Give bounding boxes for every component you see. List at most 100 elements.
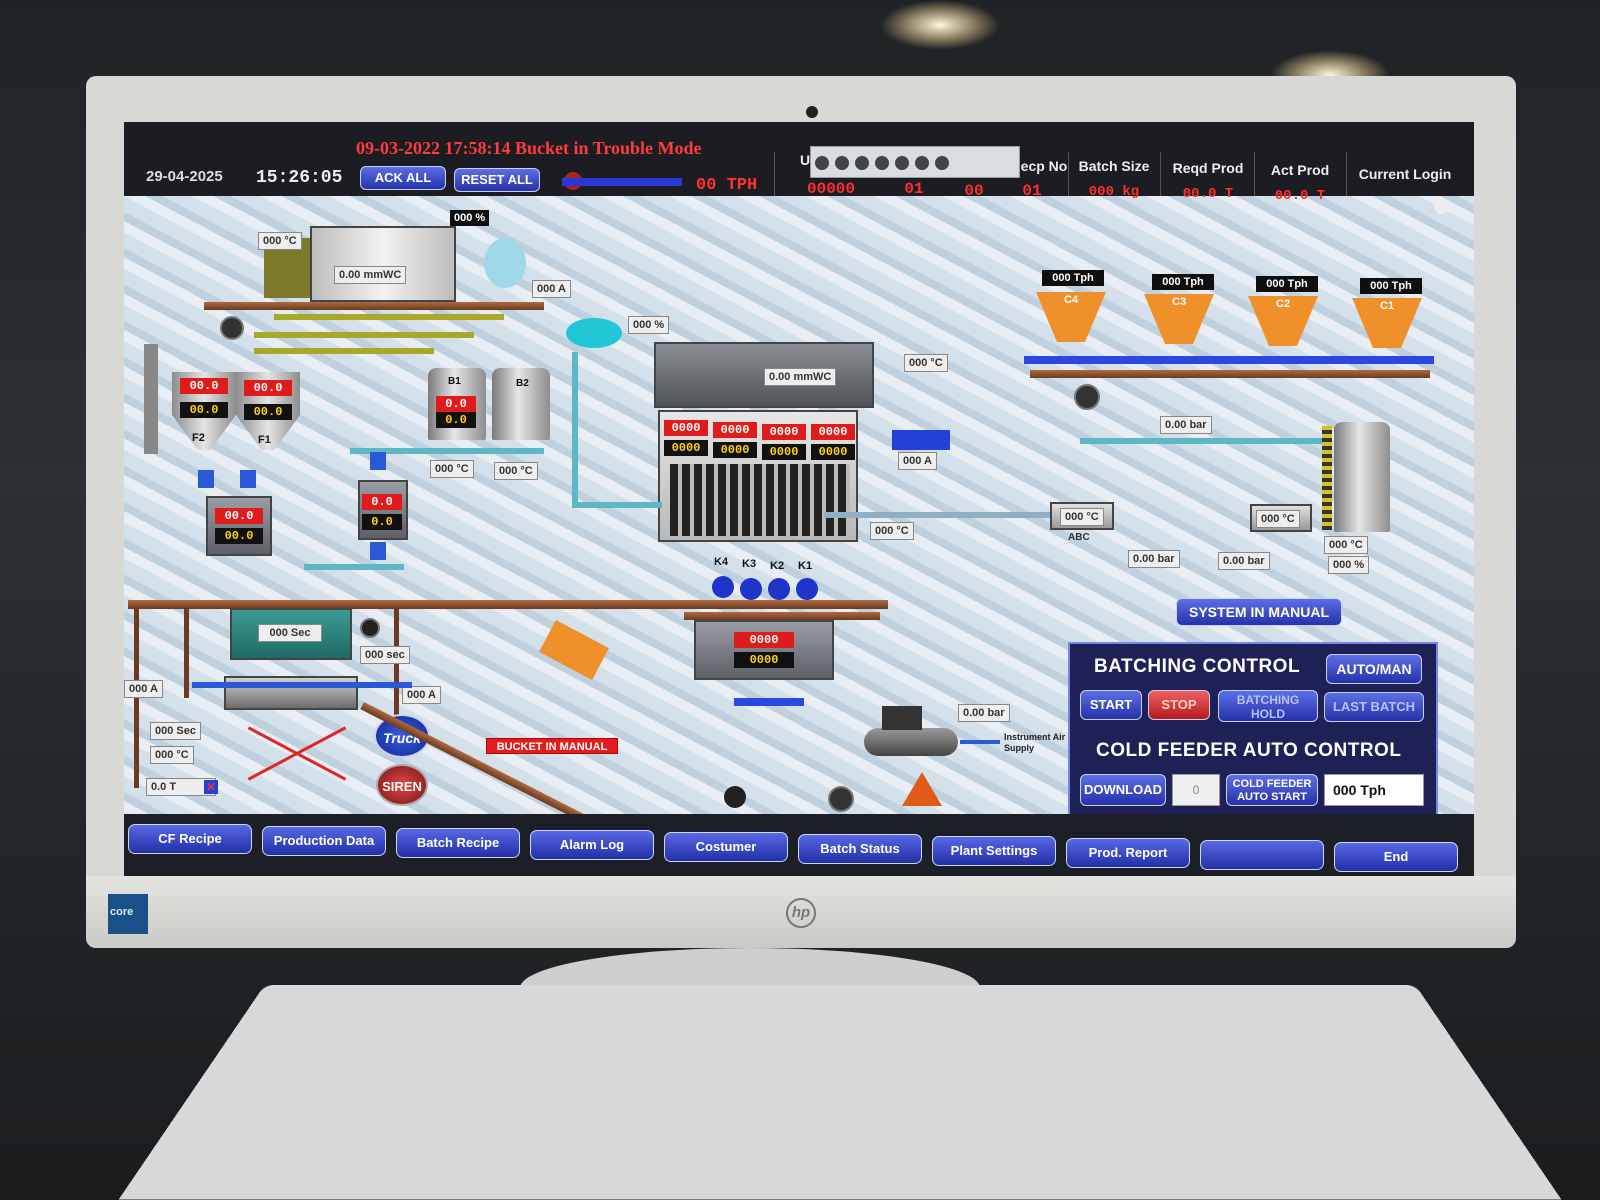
cold-feeder-auto-start-button[interactable]: COLD FEEDER AUTO START	[1226, 774, 1318, 806]
record-icon[interactable]	[815, 156, 829, 170]
f2-label: F2	[192, 432, 205, 444]
burner-pressure-2: 0.00 bar	[1128, 550, 1180, 568]
duct-pipe	[572, 502, 662, 508]
batching-hold-button[interactable]: BATCHING HOLD	[1218, 690, 1318, 722]
header-value-2: 01	[904, 180, 924, 198]
cold-feeder-c4-tph[interactable]: 000 Tph	[1042, 270, 1104, 286]
baghouse	[310, 226, 456, 302]
bin-k1-yellow: 0000	[811, 444, 855, 460]
f2-red-value: 00.0	[180, 378, 228, 394]
last-batch-button[interactable]: LAST BATCH	[1324, 692, 1424, 722]
cold-feeder-c2-tph[interactable]: 000 Tph	[1256, 276, 1318, 292]
start-button[interactable]: START	[1080, 690, 1142, 720]
main-platform	[128, 600, 888, 609]
mixer-timer: 000 Sec	[258, 624, 322, 642]
ack-all-button[interactable]: ACK ALL	[360, 166, 446, 190]
settings-icon[interactable]	[935, 156, 949, 170]
nav-blank[interactable]	[1200, 840, 1324, 870]
tonnage-display: 0.0 T	[146, 778, 216, 796]
bin-k3-yellow: 0000	[713, 442, 757, 458]
header-col-recp: ecp No	[1020, 158, 1068, 174]
valve-icon	[370, 452, 386, 470]
nav-costumer[interactable]: Costumer	[664, 832, 788, 862]
bin-k2-yellow: 0000	[762, 444, 806, 460]
system-manual-status[interactable]: SYSTEM IN MANUAL	[1176, 598, 1342, 626]
bin-valve-icon	[740, 578, 762, 600]
batch-size-value: 000 kg	[1088, 184, 1140, 200]
nav-prod-report[interactable]: Prod. Report	[1066, 838, 1190, 868]
nav-production-data[interactable]: Production Data	[262, 826, 386, 856]
nav-cf-recipe[interactable]: CF Recipe	[128, 824, 252, 854]
stop-button[interactable]: STOP	[1148, 690, 1210, 720]
nav-alarm-log[interactable]: Alarm Log	[530, 830, 654, 860]
exhaust-fan-icon	[484, 238, 526, 288]
storage-silo	[694, 620, 834, 680]
instrument-air-label: Instrument Air Supply	[1004, 732, 1066, 753]
platform-post	[184, 608, 189, 698]
text-icon[interactable]	[915, 156, 929, 170]
reset-all-button[interactable]: RESET ALL	[454, 168, 540, 192]
batching-control-title: BATCHING CONTROL	[1094, 656, 1301, 677]
bin-k1-red: 0000	[811, 424, 855, 440]
c2-label: C2	[1276, 298, 1291, 310]
bin-k4-red: 0000	[664, 420, 708, 436]
siren-button[interactable]: SIREN	[376, 764, 428, 806]
bin-label-k3: K3	[742, 558, 757, 570]
elevator-amps: 000 A	[898, 452, 937, 470]
cold-feeder-control-title: COLD FEEDER AUTO CONTROL	[1096, 740, 1402, 761]
air-line	[960, 740, 1000, 744]
mixer-seconds: 000 sec	[360, 646, 410, 664]
fuel-tank-percent: 000 %	[1328, 556, 1370, 574]
pen-icon[interactable]	[875, 156, 889, 170]
bin-valve-icon	[712, 576, 734, 598]
date-display: 29-04-2025	[146, 168, 223, 185]
motor-icon	[828, 786, 854, 812]
header-col-u: U	[800, 152, 811, 168]
floating-toolbar[interactable]	[810, 146, 1020, 178]
bin-valve-icon	[796, 578, 818, 600]
compressor-motor	[882, 706, 922, 730]
air-compressor	[864, 728, 958, 756]
tph-slider[interactable]	[562, 178, 682, 186]
mixer-amps-right: 000 A	[402, 686, 441, 704]
mixer-amps-left: 000 A	[124, 680, 163, 698]
pause-icon[interactable]	[835, 156, 849, 170]
burner-pressure-1: 0.00 bar	[1160, 416, 1212, 434]
nav-plant-settings[interactable]: Plant Settings	[932, 836, 1056, 866]
mix-temp: 000 °C	[150, 746, 194, 764]
webcam	[806, 106, 818, 118]
bitumen-weigh-red: 0.0	[362, 494, 402, 510]
motor-icon	[1074, 384, 1100, 410]
cold-feeder-spinner[interactable]: 0	[1172, 774, 1220, 806]
screen-pressure: 0.00 mmWC	[764, 368, 837, 386]
auto-man-button[interactable]: AUTO/MAN	[1326, 654, 1422, 684]
header-value-3: 00	[964, 182, 984, 200]
nav-batch-recipe[interactable]: Batch Recipe	[396, 828, 520, 858]
current-login-label: Current Login	[1358, 166, 1452, 182]
bin-label-k4: K4	[714, 556, 729, 568]
shape-icon[interactable]	[895, 156, 909, 170]
fuel-pipe	[1080, 438, 1330, 444]
dryer-platform	[204, 302, 544, 310]
valve-icon	[198, 470, 214, 488]
cold-feeder-c3-tph[interactable]: 000 Tph	[1152, 274, 1214, 290]
silo-red-value: 0000	[734, 632, 794, 648]
reset-tonnage-icon[interactable]: ✕	[204, 780, 218, 794]
download-button[interactable]: DOWNLOAD	[1080, 774, 1166, 806]
cold-feed-conveyor	[1024, 356, 1434, 364]
b2-label: B2	[516, 378, 529, 389]
header-bar: 29-04-2025 15:26:05 09-03-2022 17:58:14 …	[124, 122, 1474, 214]
duct-pipe	[572, 352, 578, 508]
bin-k2-red: 0000	[762, 424, 806, 440]
cyclone-icon	[566, 318, 622, 348]
tph-setpoint-input[interactable]: 000 Tph	[1324, 774, 1424, 806]
nav-batch-status[interactable]: Batch Status	[798, 834, 922, 864]
bin-label-k1: K1	[798, 560, 813, 572]
fuel-return-pipe	[824, 512, 1064, 518]
stop-icon[interactable]	[855, 156, 869, 170]
c3-label: C3	[1172, 296, 1187, 308]
screw-conveyor	[254, 332, 474, 338]
cold-feeder-c1-tph[interactable]: 000 Tph	[1360, 278, 1422, 294]
b1-temp: 000 °C	[430, 460, 474, 478]
nav-end[interactable]: End	[1334, 842, 1458, 872]
